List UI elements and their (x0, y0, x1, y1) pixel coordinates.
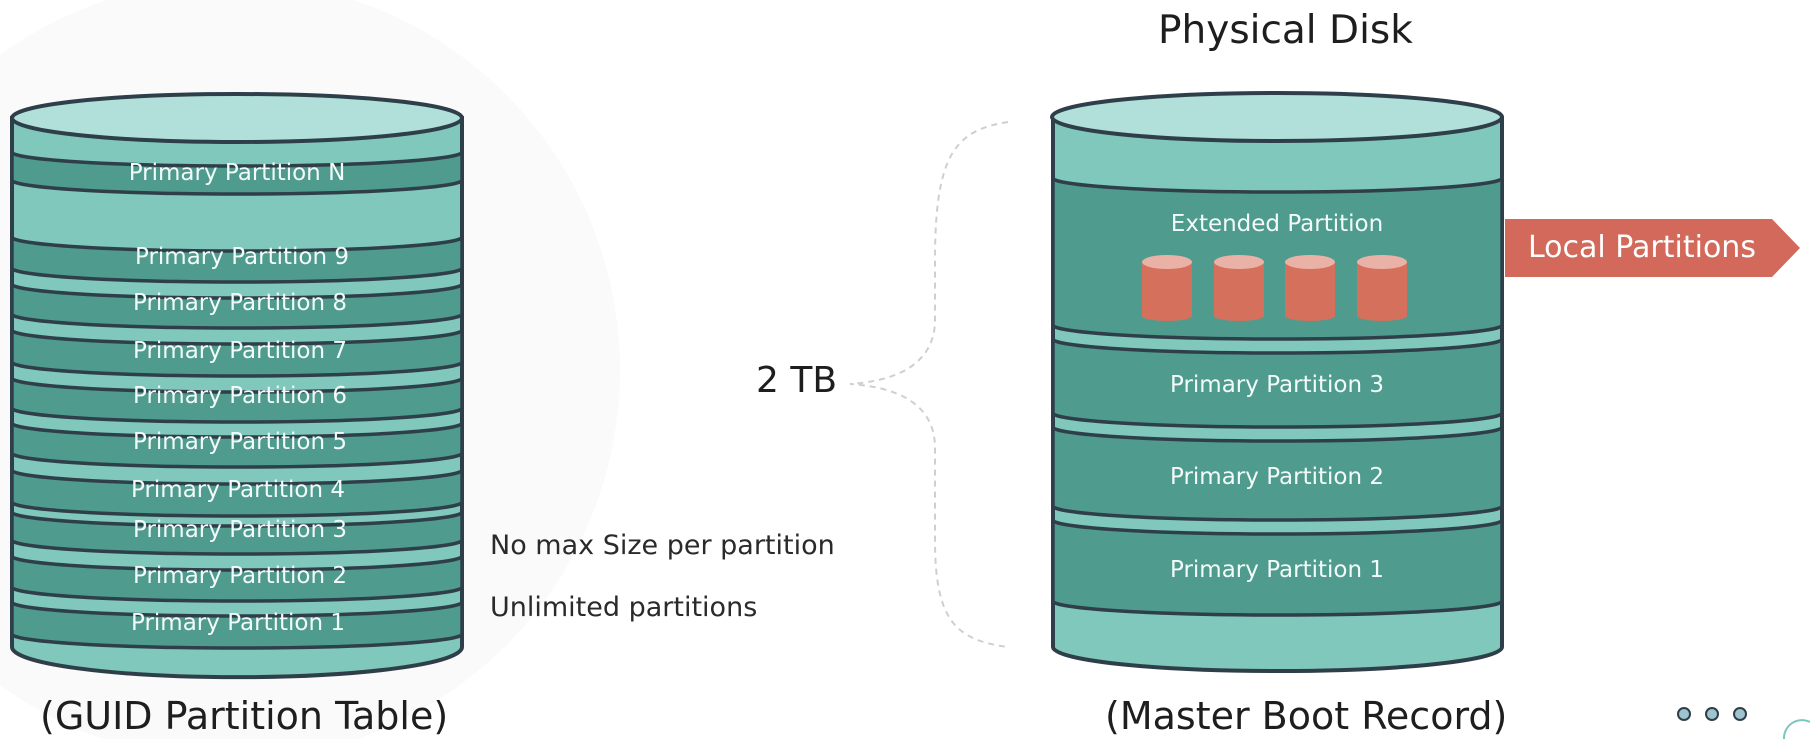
gpt-note-max-size: No max Size per partition (490, 530, 835, 561)
local-partitions-arrow (1505, 219, 1800, 277)
size-label: 2 TB (756, 360, 838, 401)
mbr-partition-label-2: Primary Partition 2 (1170, 464, 1384, 490)
gpt-top-face (10, 92, 464, 144)
local-partitions-label: Local Partitions (1528, 230, 1756, 265)
gpt-partition-label-2: Primary Partition 2 (133, 563, 347, 589)
size-brace (849, 121, 1009, 648)
gpt-band-7 (10, 329, 464, 378)
gpt-band-4 (10, 469, 464, 518)
gpt-band-9 (10, 236, 464, 284)
gpt-partition-label-8: Primary Partition 8 (133, 290, 347, 316)
gpt-band-5 (10, 422, 464, 469)
gpt-partition-label-6: Primary Partition 6 (133, 383, 347, 409)
gpt-band-1 (10, 601, 464, 650)
logical-drives (1142, 255, 1407, 321)
extended-partition-label: Extended Partition (1170, 211, 1384, 237)
mbr-band-extended (1051, 177, 1504, 341)
mbr-top-face (1050, 91, 1504, 143)
gpt-partition-label-4: Primary Partition 4 (131, 477, 345, 503)
gpt-band-3 (10, 511, 464, 556)
more-dots-icon (1677, 707, 1747, 721)
gpt-cylinder (10, 92, 464, 680)
mbr-band-1 (1051, 519, 1504, 617)
gpt-partition-label-1: Primary Partition 1 (131, 610, 345, 636)
mbr-caption: (Master Boot Record) (1105, 694, 1508, 738)
gpt-band-6 (10, 377, 464, 424)
gpt-partition-label-n: Primary Partition N (128, 160, 346, 186)
gpt-note-unlimited: Unlimited partitions (490, 592, 758, 623)
gpt-partition-label-5: Primary Partition 5 (133, 429, 347, 455)
gpt-partition-label-9: Primary Partition 9 (135, 244, 349, 270)
physical-disk-title: Physical Disk (1158, 8, 1413, 53)
mbr-band-2 (1051, 426, 1504, 522)
gpt-band-8 (10, 283, 464, 330)
gpt-band-n (10, 151, 464, 196)
gpt-caption: (GUID Partition Table) (40, 694, 449, 738)
gpt-partition-label-3: Primary Partition 3 (133, 517, 347, 543)
mbr-partition-label-3: Primary Partition 3 (1170, 372, 1384, 398)
mbr-band-3 (1051, 338, 1504, 429)
logical-drive-4 (1357, 255, 1407, 321)
logical-drive-2 (1214, 255, 1264, 321)
mbr-partition-label-1: Primary Partition 1 (1170, 557, 1384, 583)
gpt-band-2 (10, 555, 464, 603)
logical-drive-1 (1142, 255, 1192, 321)
corner-arc-icon (1782, 719, 1810, 739)
logical-drive-3 (1285, 255, 1335, 321)
gpt-partition-label-7: Primary Partition 7 (133, 338, 347, 364)
